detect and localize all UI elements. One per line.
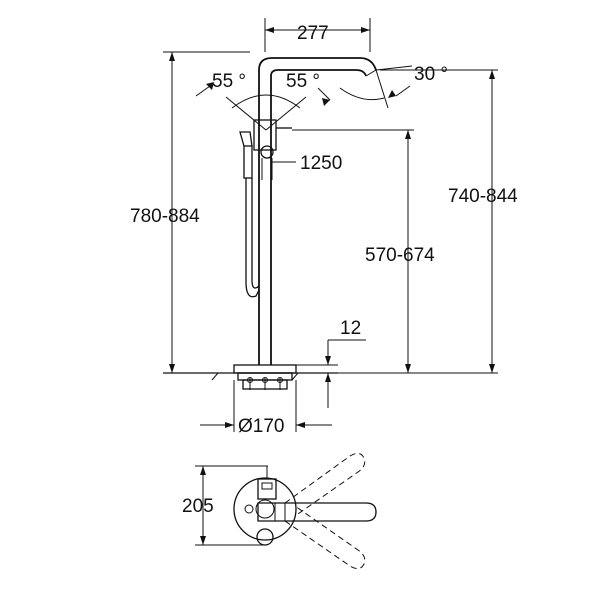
spout-angle-label: 30 ° — [414, 64, 448, 85]
floor-plate-label: 12 — [340, 318, 361, 339]
handle-height-label: 570-674 — [365, 245, 435, 266]
total-height-dimension — [163, 51, 250, 373]
spout — [258, 57, 377, 86]
total-height-label: 780-884 — [130, 206, 200, 227]
spout-swing-lower — [284, 505, 366, 570]
mixer-body — [253, 119, 292, 180]
handle-angle-left-label: 55 ° — [212, 71, 246, 92]
spout-swing-upper — [284, 452, 366, 517]
hose-length-label: 1250 — [300, 153, 342, 174]
handle-angle-indicator — [195, 82, 331, 131]
handle-angle-right-label: 55 ° — [286, 71, 320, 92]
base-plate — [233, 364, 297, 390]
plan-base-circle — [233, 477, 297, 541]
spout-reach-label: 277 — [297, 23, 329, 44]
spout-reach-dimension — [264, 18, 371, 52]
plan-view: 205 — [182, 452, 377, 570]
handle-height-dimension — [292, 129, 414, 373]
plan-depth-dimension — [195, 465, 268, 546]
floor-plate-dimension — [296, 339, 366, 408]
elevation-view: 55 ° 55 ° 277 30 ° 1250 — [130, 18, 518, 437]
spout-height-label: 740-844 — [448, 186, 518, 207]
base-diameter-label: Ø170 — [238, 416, 284, 437]
floor-hatch-2 — [291, 372, 299, 381]
spout-height-dimension — [338, 69, 498, 374]
hose — [245, 178, 260, 298]
plan-depth-label: 205 — [182, 496, 214, 517]
base-diameter-dimension — [200, 380, 332, 432]
floor-hatch-1 — [211, 372, 219, 381]
hand-shower — [239, 131, 260, 298]
plan-spout — [257, 502, 377, 522]
spout-angle-dimension — [339, 65, 413, 109]
column — [258, 86, 272, 365]
